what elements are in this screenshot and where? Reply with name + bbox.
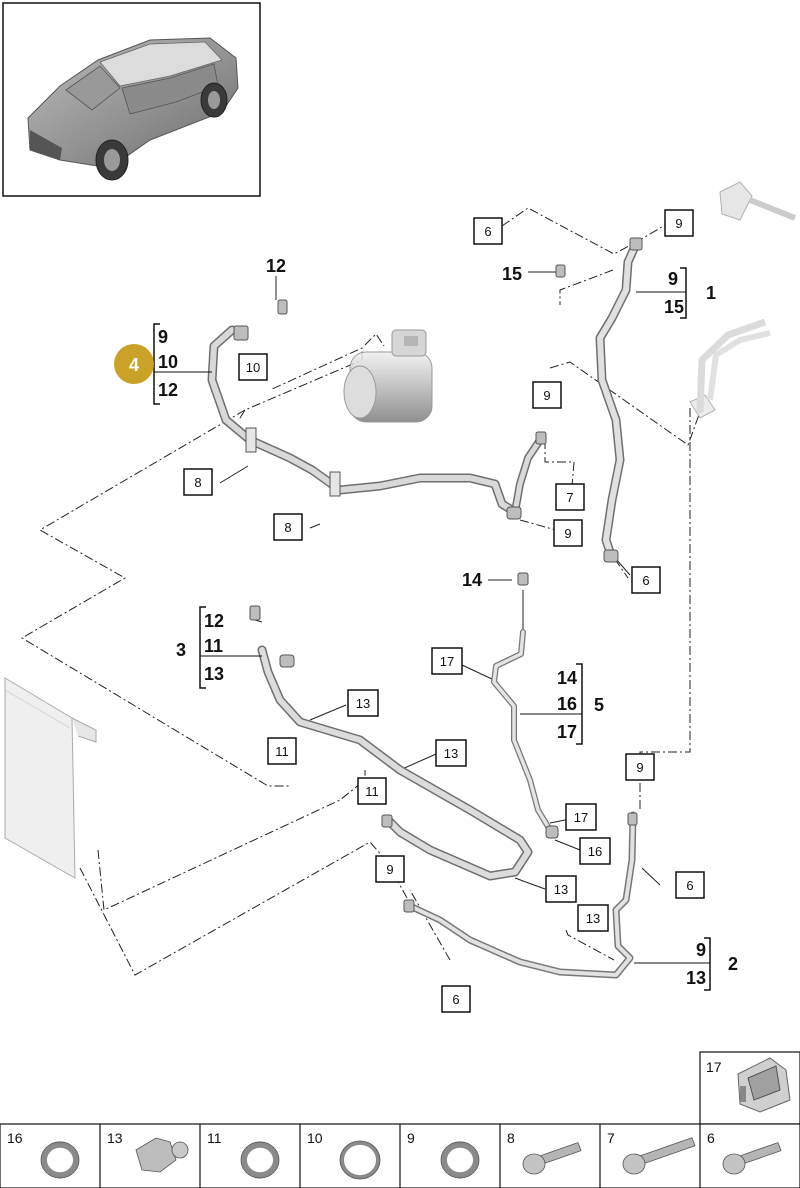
group-number: 1 <box>706 283 716 303</box>
evaporator-connector <box>689 181 797 419</box>
svg-text:15: 15 <box>664 297 684 317</box>
solid-leaders <box>219 271 661 890</box>
callout-14: 14 <box>462 570 482 590</box>
callout-6: 6 <box>452 992 459 1007</box>
part-cell-7: 7 <box>599 1124 696 1188</box>
ac-compressor <box>343 329 433 423</box>
part-number: 8 <box>507 1130 515 1146</box>
part-cell-16: 16 <box>7 1130 80 1179</box>
callout-15: 15 <box>502 264 522 284</box>
callout-10: 10 <box>246 360 260 375</box>
vehicle-thumbnail <box>2 2 261 197</box>
svg-text:10: 10 <box>158 352 178 372</box>
part-number: 16 <box>7 1130 23 1146</box>
part-number: 13 <box>107 1130 123 1146</box>
svg-text:9: 9 <box>158 327 168 347</box>
part-number: 6 <box>707 1130 715 1146</box>
callout-11: 11 <box>275 744 289 759</box>
callout-9: 9 <box>675 216 682 231</box>
callout-6: 6 <box>642 573 649 588</box>
part-cell-11: 11 <box>199 1124 280 1188</box>
svg-text:12: 12 <box>204 611 224 631</box>
group-number: 3 <box>176 640 186 660</box>
group-2: 9 13 2 <box>634 937 738 991</box>
highlight-marker[interactable] <box>114 344 154 384</box>
boxed-callouts: 6 9 10 9 8 7 8 9 6 17 13 11 13 9 11 17 1… <box>183 209 705 1013</box>
callout-9: 9 <box>636 760 643 775</box>
part-cell-13: 13 <box>99 1124 189 1188</box>
svg-text:4: 4 <box>129 355 139 375</box>
svg-text:16: 16 <box>557 694 577 714</box>
part-cell-6: 6 <box>699 1124 782 1188</box>
callout-12: 12 <box>266 256 286 276</box>
part-cell-10: 10 <box>299 1124 381 1188</box>
condenser <box>4 677 97 879</box>
callout-6: 6 <box>484 224 491 239</box>
parts-strip: 16 13 11 10 9 8 7 6 <box>0 1123 800 1188</box>
hoses <box>207 239 641 979</box>
svg-text:12: 12 <box>158 380 178 400</box>
callout-6: 6 <box>686 878 693 893</box>
callout-13: 13 <box>356 696 370 711</box>
group-1: 9 15 1 <box>636 267 716 319</box>
part-number: 11 <box>207 1130 222 1146</box>
part-cell-8: 8 <box>499 1124 582 1188</box>
part-number: 9 <box>407 1130 415 1146</box>
callout-8: 8 <box>284 520 291 535</box>
callout-9: 9 <box>564 526 571 541</box>
callout-7: 7 <box>566 490 573 505</box>
group-4: 9 10 12 4 <box>114 323 212 405</box>
callout-13: 13 <box>444 746 458 761</box>
group-5: 14 16 17 5 <box>520 663 604 745</box>
svg-text:14: 14 <box>557 668 577 688</box>
callout-17: 17 <box>574 810 588 825</box>
callout-9: 9 <box>543 388 550 403</box>
callout-9: 9 <box>386 862 393 877</box>
svg-text:13: 13 <box>686 968 706 988</box>
callout-17: 17 <box>440 654 454 669</box>
plain-callouts: 12 15 14 <box>266 256 522 590</box>
svg-text:9: 9 <box>668 269 678 289</box>
callout-11: 11 <box>365 784 379 799</box>
part-number: 10 <box>307 1130 323 1146</box>
svg-text:17: 17 <box>557 722 577 742</box>
callout-16: 16 <box>588 844 602 859</box>
group-number: 5 <box>594 695 604 715</box>
svg-text:17: 17 <box>706 1059 722 1075</box>
fittings <box>233 237 643 913</box>
group-3: 12 11 13 3 <box>176 606 262 689</box>
svg-text:11: 11 <box>204 636 223 656</box>
part-cell-9: 9 <box>399 1124 480 1188</box>
callout-13: 13 <box>554 882 568 897</box>
callout-8: 8 <box>194 475 201 490</box>
group-number: 2 <box>728 954 738 974</box>
part-number: 7 <box>607 1130 615 1146</box>
svg-text:9: 9 <box>696 940 706 960</box>
part-17-box: 17 <box>699 1051 800 1125</box>
callout-13: 13 <box>586 911 600 926</box>
svg-text:13: 13 <box>204 664 224 684</box>
